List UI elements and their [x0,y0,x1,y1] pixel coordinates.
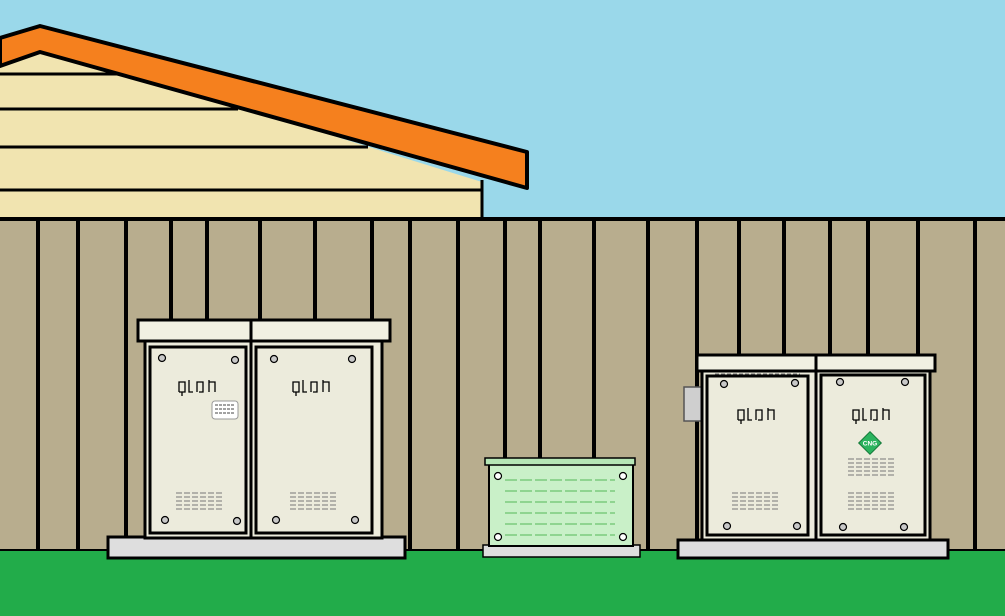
generator-right: CNG [676,353,950,560]
access-panel [705,374,810,537]
cabinet-lid [136,318,392,343]
access-panel [254,345,374,535]
house-siding [0,45,482,222]
grass [0,550,1005,616]
generator-left [106,318,407,560]
battery-body [488,462,634,547]
bolt-icon [493,471,628,542]
bolt-icon [157,353,360,526]
siding-lines [0,72,484,222]
cng-badge-label: CNG [863,441,877,448]
roof [0,24,529,190]
cng-diamond-icon: CNG [857,430,883,456]
house [0,24,529,222]
battery-lid [484,457,636,466]
access-panel [819,373,927,537]
concrete-pad [106,535,407,560]
battery-unit [482,457,641,558]
concrete-pad [676,538,950,560]
access-panel [148,345,248,535]
bolt-icon [719,377,910,532]
label-sticker [211,400,239,420]
